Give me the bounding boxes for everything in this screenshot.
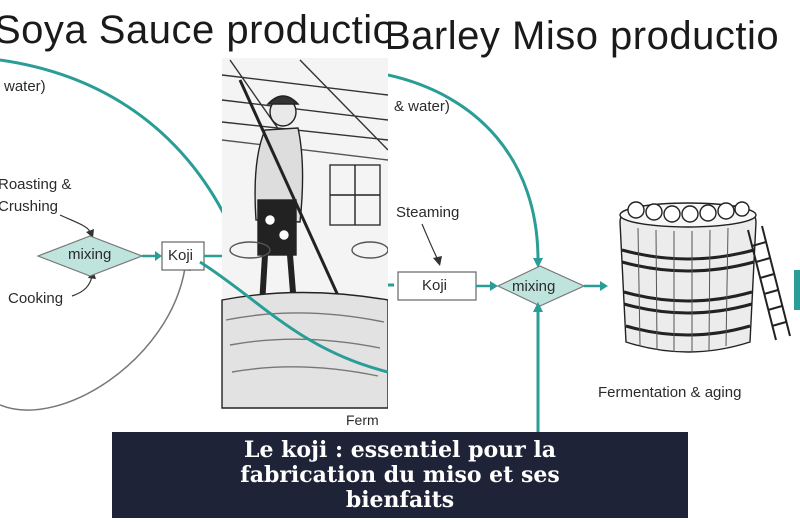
- caption-line-2: fabrication du miso et ses: [240, 461, 560, 488]
- koji-to-mixing-arrowhead: [490, 281, 498, 291]
- cooking-label: Cooking: [8, 290, 64, 307]
- cooking-arrow: [71, 275, 93, 297]
- koji-label: Koji: [168, 247, 194, 264]
- right-edge-teal-bar: [794, 270, 800, 310]
- roasting-label: Roasting &: [0, 176, 72, 193]
- barley-miso-arrows: [388, 73, 800, 432]
- miso-water-label: & water): [394, 98, 450, 115]
- grey-arc: [0, 267, 186, 411]
- caption-banner: Le koji : essentiel pour la fabrication …: [112, 432, 688, 518]
- roasting-arrowhead: [86, 229, 94, 238]
- steaming-label: Steaming: [396, 204, 460, 221]
- fermentation-label: Fermentation & aging: [598, 384, 742, 401]
- teal-flow-to-mixing: [388, 73, 540, 261]
- miso-mixing-label: mixing: [512, 278, 556, 295]
- soya-title: Soya Sauce productio: [0, 8, 388, 52]
- mixing-to-koji-arrowhead: [155, 251, 162, 261]
- ferm-label: Ferm: [346, 412, 379, 428]
- mixing-label: mixing: [68, 246, 112, 263]
- teal-arrowhead-down: [533, 258, 543, 268]
- soya-sauce-arrows: [0, 58, 388, 411]
- miso-koji-label: Koji: [422, 277, 448, 294]
- worker-illustration: [221, 58, 388, 409]
- teal-flow-curve-lower: [199, 260, 388, 374]
- soya-sauce-diagram: Soya Sauce productio water) Roasting & C…: [0, 0, 388, 523]
- miso-title: Barley Miso productio: [388, 14, 780, 58]
- crushing-label: Crushing: [0, 198, 59, 215]
- koji-box: [161, 241, 205, 271]
- barley-miso-diagram: Barley Miso productio & water) Steaming …: [388, 0, 800, 523]
- caption-title: Le koji : essentiel pour la fabrication …: [200, 436, 600, 513]
- roasting-arrow: [59, 214, 91, 233]
- caption-line-1: Le koji : essentiel pour la: [243, 436, 556, 463]
- soya-water-label: water): [4, 78, 46, 95]
- steaming-arrow: [421, 223, 439, 261]
- miso-koji-box: [397, 271, 477, 301]
- mixing-to-barrel-arrowhead: [600, 281, 608, 291]
- barrel-illustration: [619, 201, 791, 353]
- teal-arrowhead-up: [533, 302, 543, 312]
- steaming-arrowhead: [433, 256, 442, 266]
- caption-line-3: bienfaits: [345, 486, 455, 513]
